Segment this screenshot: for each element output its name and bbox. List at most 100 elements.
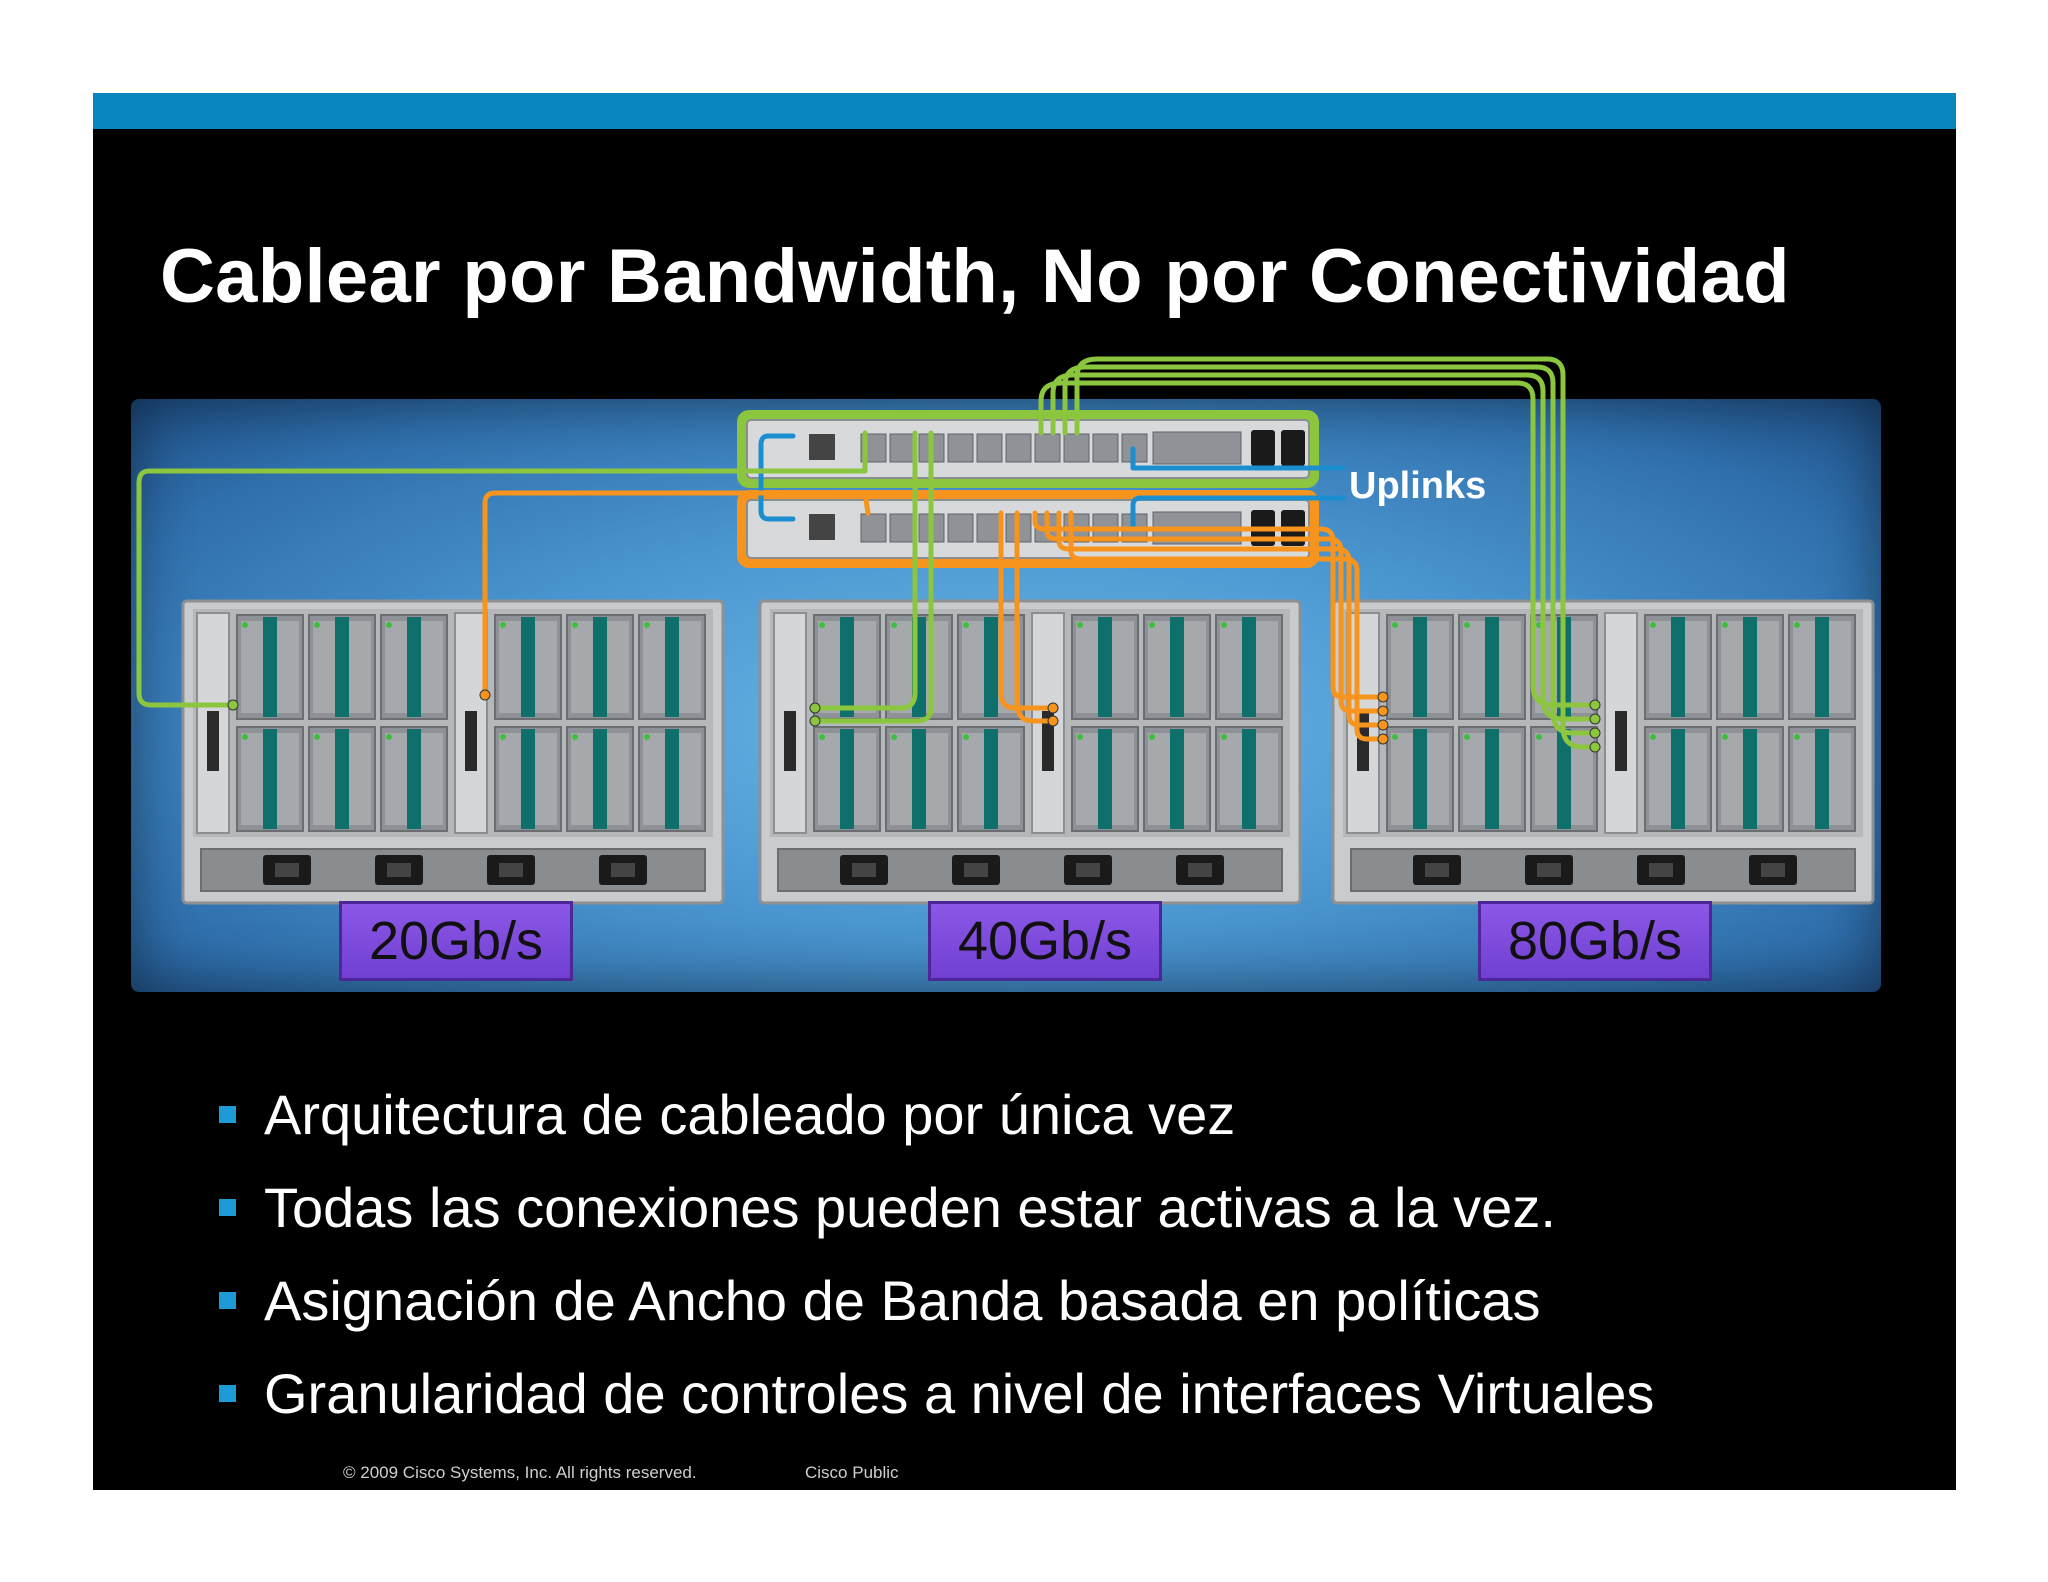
status-led-icon <box>1077 622 1083 628</box>
blade-handle <box>1557 729 1571 829</box>
sfp-port-icon <box>1005 433 1032 463</box>
blade-handle <box>1815 617 1829 717</box>
status-led-icon <box>500 734 506 740</box>
status-led-icon <box>1650 734 1656 740</box>
fabric-b-cable-80gb <box>1056 510 1386 728</box>
status-led-icon <box>1221 734 1227 740</box>
uplink-cable <box>1130 446 1346 471</box>
chassis-80gb <box>1331 599 1875 905</box>
blade-handle <box>1098 617 1112 717</box>
power-socket <box>1188 863 1212 877</box>
status-led-icon <box>891 734 897 740</box>
status-led-icon <box>1722 622 1728 628</box>
sfp-port-icon <box>889 433 916 463</box>
cable-connector-icon <box>1047 715 1059 727</box>
uplinks-label: Uplinks <box>1349 465 1487 507</box>
blade-handle <box>1485 617 1499 717</box>
bullet-text: Granularidad de controles a nivel de int… <box>264 1362 1655 1425</box>
cable-connector-icon <box>227 699 239 711</box>
fabric-a-cable-40gb <box>812 430 934 724</box>
status-led-icon <box>1794 622 1800 628</box>
status-led-icon <box>1794 734 1800 740</box>
cable-connector-icon <box>809 715 821 727</box>
status-led-icon <box>644 622 650 628</box>
status-led-icon <box>1149 734 1155 740</box>
blade-handle <box>1242 729 1256 829</box>
fabric-b-cable-20gb <box>482 490 871 698</box>
status-led-icon <box>1392 734 1398 740</box>
blade-handle <box>1671 729 1685 829</box>
status-led-icon <box>819 734 825 740</box>
speed-label-20gb: 20Gb/s <box>339 901 573 981</box>
slide-title: Cablear por Bandwidth, No por Conectivid… <box>160 234 1790 319</box>
fabric-a-cable-80gb <box>1050 372 1598 722</box>
status-led-icon <box>1650 622 1656 628</box>
status-led-icon <box>1464 622 1470 628</box>
sfp-port-icon <box>1092 433 1119 463</box>
bullet-item: Asignación de Ancho de Banda basada en p… <box>219 1254 1654 1347</box>
blade-handle <box>1485 729 1499 829</box>
status-led-icon <box>1722 734 1728 740</box>
io-port-strip <box>465 711 477 771</box>
blade-handle <box>984 617 998 717</box>
chassis-20gb <box>181 599 725 905</box>
status-led-icon <box>242 734 248 740</box>
status-led-icon <box>1077 734 1083 740</box>
fabric-a-cable-80gb <box>1038 380 1598 708</box>
status-led-icon <box>1464 734 1470 740</box>
status-led-icon <box>819 622 825 628</box>
cable-connector-icon <box>1589 699 1601 711</box>
blade-handle <box>665 729 679 829</box>
speed-label-80gb: 80Gb/s <box>1478 901 1712 981</box>
power-socket <box>1537 863 1561 877</box>
blade-handle <box>1815 729 1829 829</box>
blade-handle <box>1743 729 1757 829</box>
bullet-item: Granularidad de controles a nivel de int… <box>219 1347 1654 1440</box>
power-socket <box>1425 863 1449 877</box>
blade-handle <box>840 617 854 717</box>
power-socket <box>611 863 635 877</box>
cable-connector-icon <box>1377 719 1389 731</box>
cable-connector-icon <box>1377 733 1389 745</box>
blade-handle <box>1743 617 1757 717</box>
bullet-text: Arquitectura de cableado por única vez <box>264 1083 1236 1146</box>
power-socket <box>852 863 876 877</box>
square-bullet-icon <box>219 1106 236 1123</box>
power-socket <box>964 863 988 877</box>
power-socket <box>499 863 523 877</box>
blade-handle <box>984 729 998 829</box>
power-socket <box>1076 863 1100 877</box>
power-inlet-icon <box>1251 430 1275 466</box>
status-led-icon <box>386 622 392 628</box>
status-led-icon <box>1149 622 1155 628</box>
fabric-b-cable-80gb <box>1044 510 1386 714</box>
fabric-a-cable-40gb <box>812 430 918 711</box>
blade-handle <box>1671 617 1685 717</box>
square-bullet-icon <box>219 1199 236 1216</box>
mgmt-port-icon <box>809 434 835 460</box>
blade-handle <box>912 729 926 829</box>
cabling-diagram <box>136 356 1875 905</box>
classification-text: Cisco Public <box>805 1463 899 1482</box>
status-led-icon <box>572 734 578 740</box>
fabric-b-cable-80gb <box>1068 510 1386 742</box>
blade-handle <box>1170 729 1184 829</box>
square-bullet-icon <box>219 1385 236 1402</box>
cable-connector-icon <box>809 702 821 714</box>
status-led-icon <box>314 734 320 740</box>
blade-handle <box>335 729 349 829</box>
blade-handle <box>335 617 349 717</box>
blade-handle <box>521 617 535 717</box>
fabric-b-cable-40gb <box>1014 510 1056 724</box>
header-bar <box>93 93 1956 129</box>
blade-handle <box>665 617 679 717</box>
bullet-item: Arquitectura de cableado por única vez <box>219 1068 1654 1161</box>
expansion-module <box>1152 431 1242 465</box>
bullet-list: Arquitectura de cableado por única vez T… <box>219 1068 1654 1440</box>
sfp-port-icon <box>976 433 1003 463</box>
status-led-icon <box>1221 622 1227 628</box>
fabric-interconnect-a <box>737 410 1319 488</box>
sfp-port-icon <box>860 513 887 543</box>
blade-handle <box>407 617 421 717</box>
fabric-a-cable-80gb <box>1074 356 1598 750</box>
